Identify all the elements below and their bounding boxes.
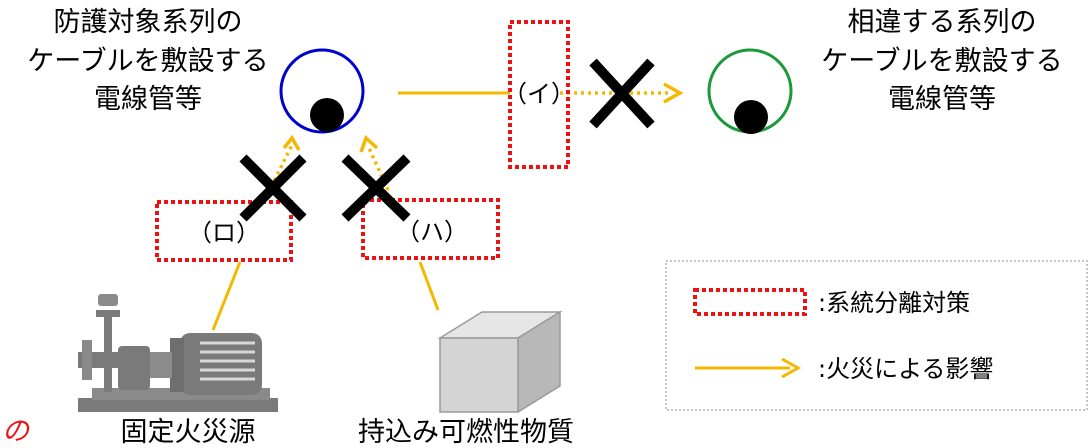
fire-arrowhead-ha bbox=[359, 134, 379, 153]
separation-label-ha: （ハ） bbox=[396, 218, 468, 246]
combustible-box-icon bbox=[437, 310, 563, 414]
other-label-line-2: ケーブルを敷設する bbox=[821, 46, 1062, 77]
cross-mark-ro bbox=[239, 154, 307, 222]
other-cable-dot bbox=[734, 100, 768, 134]
separation-label-i: （イ） bbox=[503, 80, 575, 108]
pump-motor-icon bbox=[78, 294, 278, 412]
legend-fire-arrowhead bbox=[781, 357, 802, 379]
fire-arrowhead-ro bbox=[282, 134, 301, 151]
separation-box-ro bbox=[155, 200, 293, 262]
protected-label-line-1: 防護対象系列の bbox=[54, 7, 243, 38]
legend-fire-label: :火災による影響 bbox=[818, 355, 993, 383]
legend-separation-swatch bbox=[693, 288, 807, 316]
protected-conduit-label: 防護対象系列の ケーブルを敷設する 電線管等 bbox=[27, 7, 268, 115]
fire-line-ha-solid bbox=[418, 261, 440, 311]
cross-mark-ha bbox=[341, 154, 411, 222]
fire-arrowhead-i bbox=[663, 82, 684, 104]
separation-box-i bbox=[508, 20, 570, 169]
protected-cable-dot bbox=[310, 98, 344, 132]
legend-frame bbox=[665, 260, 1088, 411]
legend: :系統分離対策 :火災による影響 bbox=[665, 260, 1088, 411]
separation-box-ha bbox=[361, 198, 500, 260]
fire-line-ro-solid bbox=[211, 261, 242, 331]
separation-label-ro: （ロ） bbox=[188, 219, 260, 247]
protected-label-line-3: 電線管等 bbox=[94, 84, 202, 115]
other-label-line-3: 電線管等 bbox=[888, 84, 996, 115]
fixed-fire-source-label: 固定火災源 bbox=[121, 417, 256, 448]
other-conduit bbox=[707, 48, 793, 134]
other-conduit-label: 相違する系列の ケーブルを敷設する 電線管等 bbox=[821, 7, 1062, 115]
legend-separation-label: :系統分離対策 bbox=[818, 289, 970, 317]
protected-conduit bbox=[279, 48, 365, 134]
corner-fragment-text: の bbox=[2, 416, 31, 447]
combustible-material-label: 持込み可燃性物質 bbox=[358, 417, 574, 448]
other-label-line-1: 相違する系列の bbox=[848, 7, 1037, 38]
cross-mark-i bbox=[589, 58, 655, 129]
protected-label-line-2: ケーブルを敷設する bbox=[27, 46, 268, 77]
